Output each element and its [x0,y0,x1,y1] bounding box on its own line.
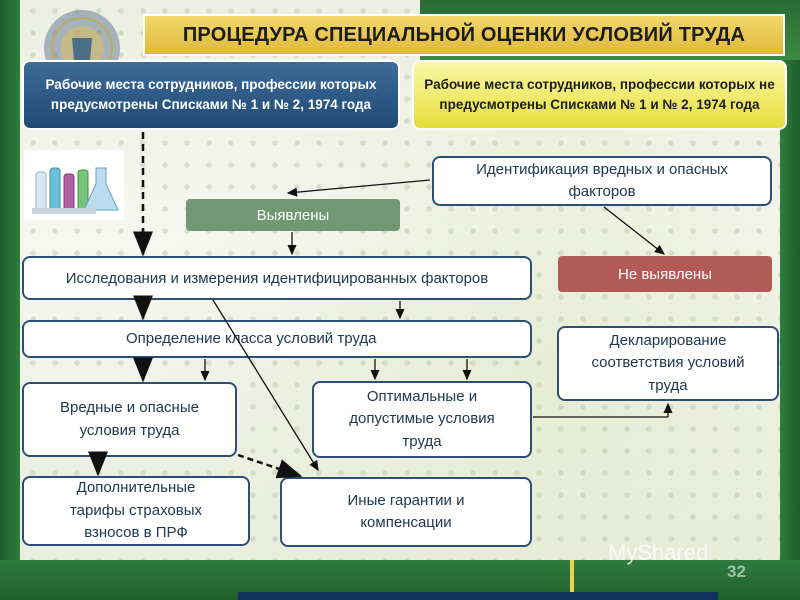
guarantees-box: Иные гарантии и компенсации [280,477,532,547]
arrow-identification-to-notfound [603,206,666,255]
declaration-box: Декларирование соответствия условий труд… [557,326,779,401]
tariffs-box: Дополнительные тарифы страховых взносов … [22,476,250,546]
not-found-label: Не выявлены [558,256,772,292]
unlisted-workplaces-box: Рабочие места сотрудников, профессии кот… [412,60,787,130]
decorative-bar-bottom [238,592,718,600]
watermark: MyShared [608,540,709,565]
page-number: 32 [727,562,746,581]
identification-box: Идентификация вредных и опасных факторов [432,156,772,206]
found-label: Выявлены [186,199,400,231]
lab-glassware-icon [24,150,124,220]
arrow-harmful-to-guarantees-dashed [237,453,303,479]
research-box: Исследования и измерения идентифицирован… [22,256,532,300]
arrow-research-to-guarantees [212,299,319,472]
page-title: ПРОЦЕДУРА СПЕЦИАЛЬНОЙ ОЦЕНКИ УСЛОВИЙ ТРУ… [143,14,785,56]
harmful-conditions-box: Вредные и опасные условия труда [22,382,237,457]
decorative-band-left [0,0,20,600]
arrow-identification-to-found [286,179,431,197]
class-determination-box: Определение класса условий труда [22,320,532,358]
optimal-conditions-box: Оптимальные и допустимые условия труда [312,381,532,458]
listed-workplaces-box: Рабочие места сотрудников, профессии кот… [22,60,400,130]
decorative-stripe [570,560,574,592]
decorative-band-right [780,0,800,600]
